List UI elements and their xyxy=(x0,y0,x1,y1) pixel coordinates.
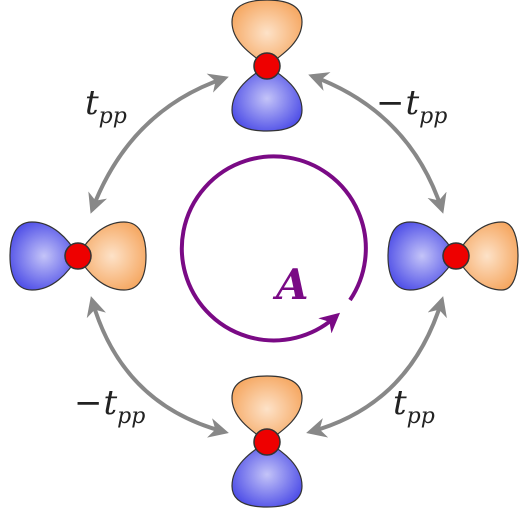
orbital-lobe-negative xyxy=(9,221,79,291)
atom xyxy=(253,428,281,456)
orbital-lobe-positive xyxy=(77,221,147,291)
vector-potential-label: A xyxy=(276,260,309,309)
hopping-arrow-top-left xyxy=(88,73,229,214)
orbital-lobe-positive xyxy=(231,375,303,443)
hopping-label-bottom-left: −tpp xyxy=(74,383,146,429)
hopping-label-bottom-right: tpp xyxy=(393,383,435,429)
hopping-label-top-left: tpp xyxy=(85,83,127,129)
atom xyxy=(64,242,92,270)
hopping-arrow-bottom-right xyxy=(306,296,447,438)
orbital-lobe-positive xyxy=(455,221,519,291)
orbital-top xyxy=(231,0,303,132)
atom xyxy=(253,52,281,80)
hopping-arrow-bottom-left xyxy=(86,296,229,438)
orbital-right xyxy=(387,221,519,291)
orbital-lobe-positive xyxy=(231,0,303,67)
hopping-label-top-right: −tpp xyxy=(376,83,448,129)
atom xyxy=(442,242,470,270)
vector-potential-loop xyxy=(179,154,368,343)
orbital-lobe-negative xyxy=(387,221,457,291)
hopping-arrow-top-right xyxy=(308,72,447,214)
orbital-left xyxy=(9,221,147,291)
orbital-lobe-negative xyxy=(231,65,303,132)
orbital-lobe-negative xyxy=(231,441,303,508)
orbital-bottom xyxy=(231,375,303,508)
